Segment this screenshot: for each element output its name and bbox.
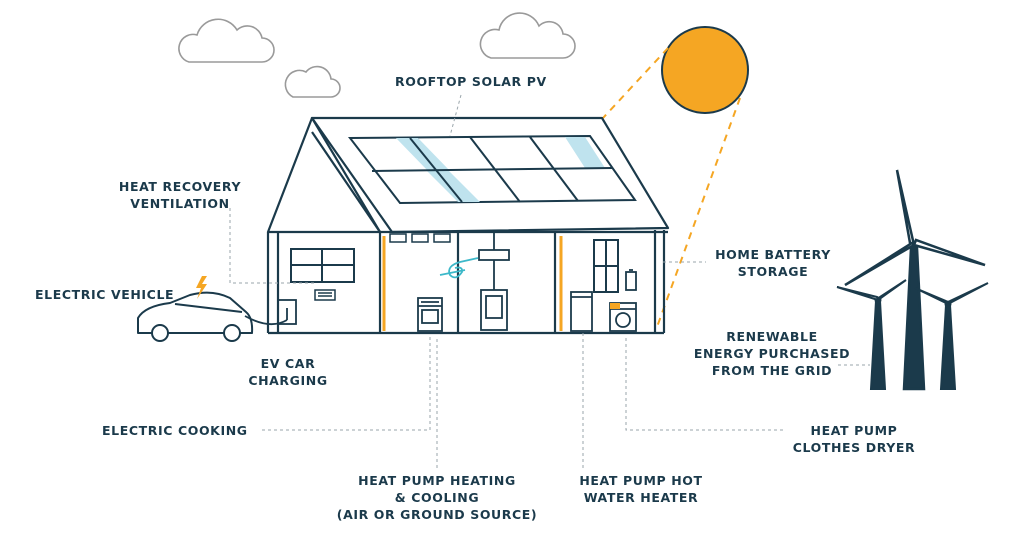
wind-turbine-icon (844, 169, 986, 391)
ventilation-unit (314, 289, 336, 301)
sun-ray-lines (602, 47, 741, 328)
ev-charger (244, 299, 297, 326)
label-line: RENEWABLE (726, 329, 818, 344)
lightning-bolt-icon (196, 276, 207, 299)
home-battery (625, 269, 637, 291)
label-line: ROOFTOP SOLAR PV (395, 74, 547, 89)
label-renewable-energy-grid: RENEWABLE ENERGY PURCHASED FROM THE GRID (692, 328, 852, 379)
label-ev-car-charging: EV CAR CHARGING (245, 355, 331, 389)
label-line: (AIR OR GROUND SOURCE) (336, 507, 538, 522)
ventilation-ducts (389, 233, 451, 243)
label-line: ELECTRIC COOKING (102, 423, 248, 438)
electric-range (417, 297, 443, 332)
cloud-icon (284, 65, 341, 98)
label-line: HEAT RECOVERY (118, 179, 242, 194)
airflow-swirl-icon (439, 257, 479, 279)
label-heat-pump-heating-cooling: HEAT PUMP HEATING & COOLING (AIR OR GROU… (326, 472, 548, 523)
label-line: & COOLING (394, 490, 480, 505)
label-home-battery-storage: HOME BATTERY STORAGE (708, 246, 838, 280)
solar-panel-icon (347, 134, 637, 205)
label-line: HEAT PUMP HEATING (358, 473, 516, 488)
label-heat-recovery-ventilation: HEAT RECOVERY VENTILATION (118, 178, 242, 212)
label-line: FROM THE GRID (711, 363, 833, 378)
label-line: VENTILATION (130, 196, 230, 211)
label-line: CHARGING (248, 373, 328, 388)
label-line: ELECTRIC VEHICLE (35, 287, 175, 302)
hot-water-tank (570, 291, 593, 332)
label-line: HEAT PUMP (810, 423, 898, 438)
cloud-icon (178, 18, 275, 63)
label-line: STORAGE (737, 264, 809, 279)
label-heat-pump-clothes-dryer: HEAT PUMP CLOTHES DRYER (788, 422, 920, 456)
label-rooftop-solar-pv: ROOFTOP SOLAR PV (395, 73, 547, 90)
wind-turbine-icon (836, 279, 907, 390)
car-icon (137, 291, 254, 342)
wall-insulation (382, 236, 563, 331)
window (290, 248, 355, 283)
heat-pump-indoor-unit (478, 232, 510, 331)
cloud-icon (479, 12, 576, 59)
label-line: ENERGY PURCHASED (693, 346, 851, 361)
label-heat-pump-hot-water-heater: HEAT PUMP HOT WATER HEATER (574, 472, 708, 506)
label-line: WATER HEATER (583, 490, 699, 505)
wind-turbine-icon (914, 282, 989, 390)
leader-lines (229, 94, 870, 468)
label-electric-vehicle: ELECTRIC VEHICLE (35, 286, 174, 303)
label-electric-cooking: ELECTRIC COOKING (102, 422, 248, 439)
dryer-panel (610, 303, 620, 309)
house (266, 116, 670, 335)
window (593, 239, 619, 293)
label-line: HOME BATTERY (715, 247, 831, 262)
label-line: EV CAR (260, 356, 316, 371)
label-line: HEAT PUMP HOT (579, 473, 703, 488)
sun-icon (661, 26, 749, 114)
label-line: CLOTHES DRYER (792, 440, 916, 455)
